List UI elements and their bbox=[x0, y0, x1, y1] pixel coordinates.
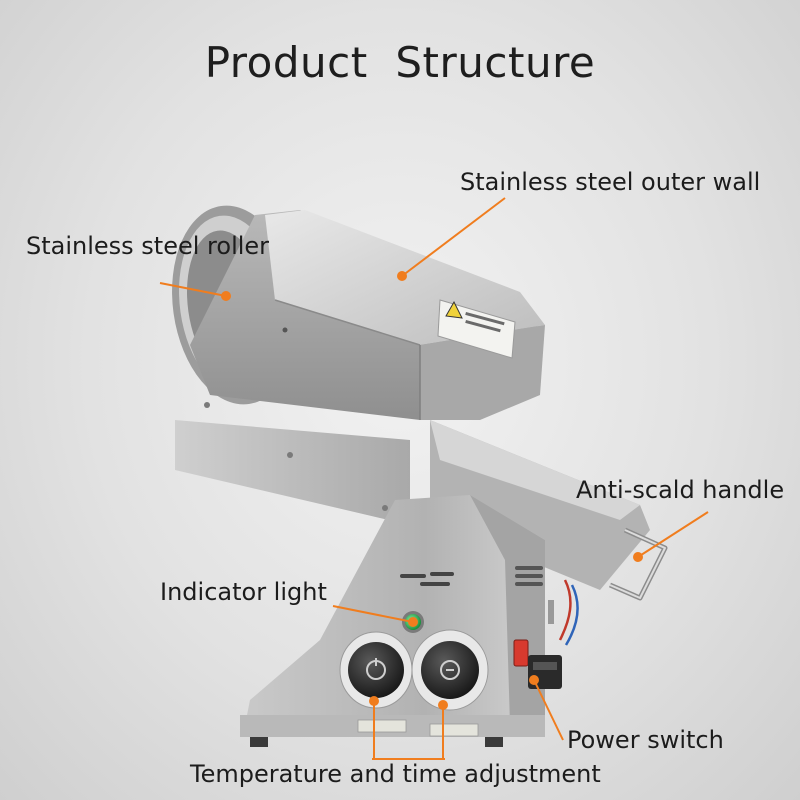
label-temperature-time-adjustment: Temperature and time adjustment bbox=[190, 760, 601, 788]
leader-indicator bbox=[332, 605, 414, 623]
label-power-switch: Power switch bbox=[567, 726, 724, 754]
label-roller: Stainless steel roller bbox=[26, 232, 270, 260]
power-switch[interactable] bbox=[513, 639, 562, 689]
time-knob[interactable] bbox=[411, 629, 489, 711]
label-indicator-light: Indicator light bbox=[160, 578, 327, 606]
lower-housing bbox=[175, 402, 410, 525]
leader-roller bbox=[159, 282, 227, 297]
page-title: Product Structure bbox=[204, 38, 596, 87]
leader-handle bbox=[637, 511, 709, 558]
leader-power bbox=[533, 679, 564, 741]
label-outer-wall: Stainless steel outer wall bbox=[460, 168, 761, 196]
label-anti-scald-handle: Anti-scald handle bbox=[576, 476, 785, 504]
leader-outer-wall bbox=[401, 197, 506, 277]
anti-scald-handle bbox=[430, 420, 668, 601]
leader-lines bbox=[159, 197, 709, 760]
temperature-knob[interactable] bbox=[339, 631, 413, 709]
